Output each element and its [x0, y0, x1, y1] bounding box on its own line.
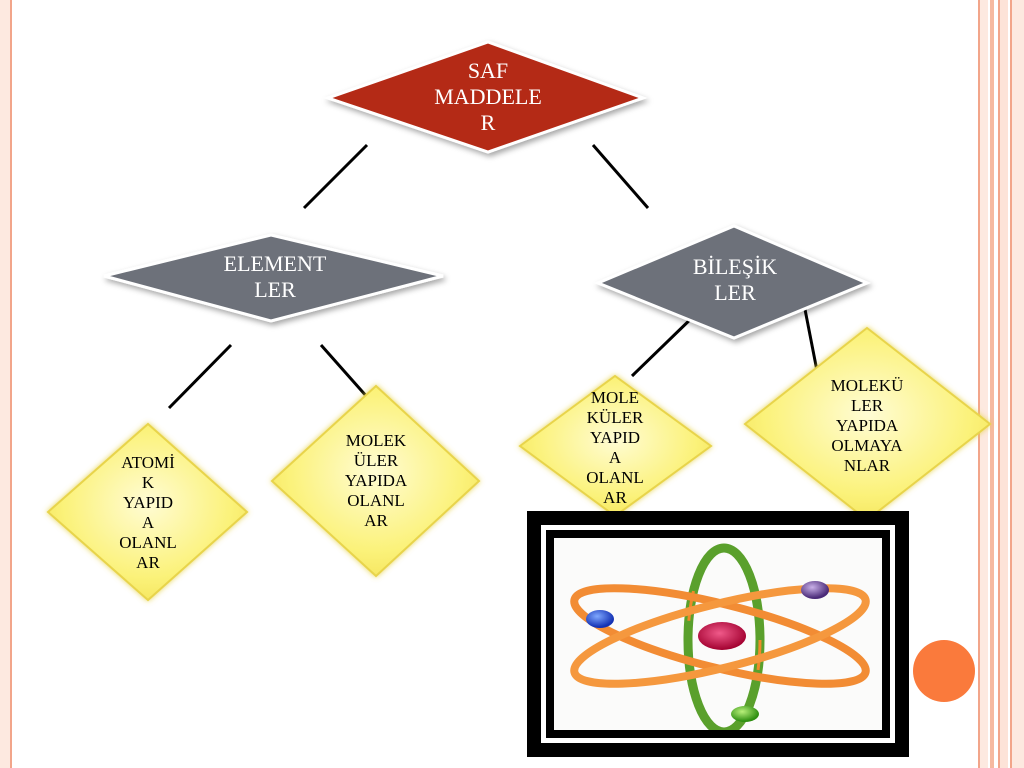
connector-elements-atomic: [167, 343, 233, 410]
root-diamond: [323, 40, 648, 154]
connector-root-compounds: [591, 144, 650, 209]
orange-accent-dot: [913, 640, 975, 702]
molecular-elements-label: MOLEK ÜLER YAPIDA OLANL AR: [344, 430, 408, 531]
left-frame-stripe: [0, 0, 12, 768]
connector-root-elements: [302, 143, 369, 210]
elements-diamond: [103, 233, 444, 323]
non-molecular-diamond: [743, 326, 992, 522]
atomic-diamond: [46, 422, 249, 602]
compounds-diamond: [594, 224, 871, 340]
non-molecular-compounds-label: MOLEKÜ LER YAPIDA OLMAYA NLAR: [830, 375, 904, 476]
connector-compounds-molecular: [630, 310, 700, 378]
molecular-elements-diamond: [270, 384, 481, 578]
compounds-label: BİLEŞİK LER: [692, 254, 778, 305]
root-label: SAF MADDELE R: [434, 58, 542, 135]
molecular-compounds-diamond: [518, 374, 713, 518]
molecular-compounds-label: MOLE KÜLER YAPID A OLANL AR: [586, 387, 644, 508]
elements-label: ELEMENT LER: [223, 251, 327, 302]
atomic-label: ATOMİ K YAPID A OLANL AR: [119, 452, 177, 573]
right-frame-stripes: [978, 0, 1024, 768]
atom-image-frame: [527, 511, 909, 757]
atom-icon: [570, 543, 870, 730]
connector-elements-molecular: [319, 344, 370, 399]
